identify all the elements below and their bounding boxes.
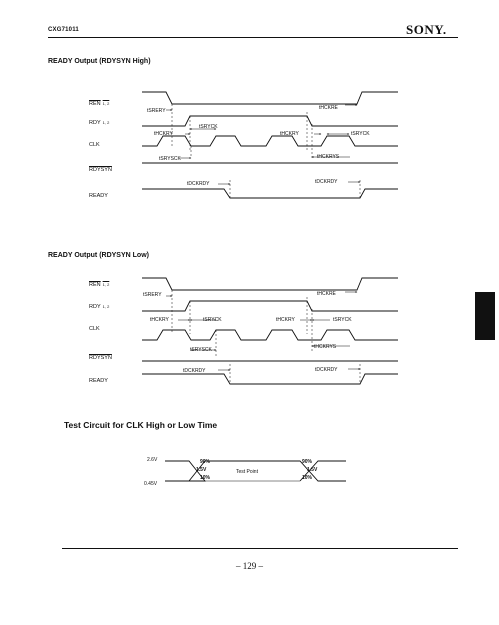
test-v-high: 2.6V (147, 457, 158, 463)
section-tab-marker (475, 292, 495, 340)
high-t-hckre: tHCKRE (319, 105, 338, 111)
brand-logo: SONY. (406, 22, 447, 37)
high-rdysyn-label: RDYSYN (89, 167, 112, 173)
low-t-dckrdy-left: tDCKRDY (183, 368, 206, 374)
test-circuit-graphics (165, 460, 346, 482)
high-t-srvck: tSRYCK (199, 124, 218, 130)
low-t-srvck-right: tSRYCK (333, 317, 352, 323)
high-diagram-graphics (142, 91, 398, 199)
low-t-srery: tSRERY (143, 292, 162, 298)
diagram-high-title: READY Output (RDYSYN High) (48, 58, 151, 65)
page-number: – 129 – (236, 561, 263, 571)
high-t-dckrdy-left: tDCKRDY (187, 181, 210, 187)
test-pct10-right: 10% (302, 475, 313, 481)
low-clk-label: CLK (89, 326, 100, 332)
test-pct10-left: 10% (200, 475, 211, 481)
part-number: CXG71011 (48, 27, 79, 33)
high-t-hckry-right: tHCKRY (280, 131, 299, 137)
high-t-srery: tSRERY (147, 108, 166, 114)
low-t-hckre: tHCKRE (317, 291, 336, 297)
high-t-dckrdy-right: tDCKRDY (315, 179, 338, 185)
low-rdysyn-label: RDYSYN (89, 355, 112, 361)
low-t-hckry-right: tHCKRY (276, 317, 295, 323)
low-diagram-graphics (142, 277, 398, 385)
low-t-hckry-left: tHCKRY (150, 317, 169, 323)
footer-rule (62, 548, 458, 549)
test-pct90-right: 90% (302, 459, 313, 465)
low-t-hckrys: tHCKRYS (314, 344, 337, 350)
test-point-label: Test Point (236, 469, 258, 475)
diagram-low-title: READY Output (RDYSYN Low) (48, 252, 149, 259)
low-t-dckrdy-right: tDCKRDY (315, 367, 338, 373)
high-clk-label: CLK (89, 142, 100, 148)
high-ready-label: READY (89, 193, 108, 199)
high-t-srysck: tSRYSCK (159, 156, 181, 162)
header-rule (48, 37, 458, 38)
test-pct90-left: 90% (200, 459, 211, 465)
high-t-hckry-left: tHCKRY (154, 131, 173, 137)
test-vmid-left: 1.5V (196, 467, 207, 473)
test-circuit-title: Test Circuit for CLK High or Low Time (64, 420, 218, 430)
high-t-srvck-right: tSRYCK (351, 131, 370, 137)
test-vmid-right: 1.5V (307, 467, 318, 473)
low-ready-label: READY (89, 378, 108, 384)
test-v-low: 0.45V (144, 481, 158, 487)
